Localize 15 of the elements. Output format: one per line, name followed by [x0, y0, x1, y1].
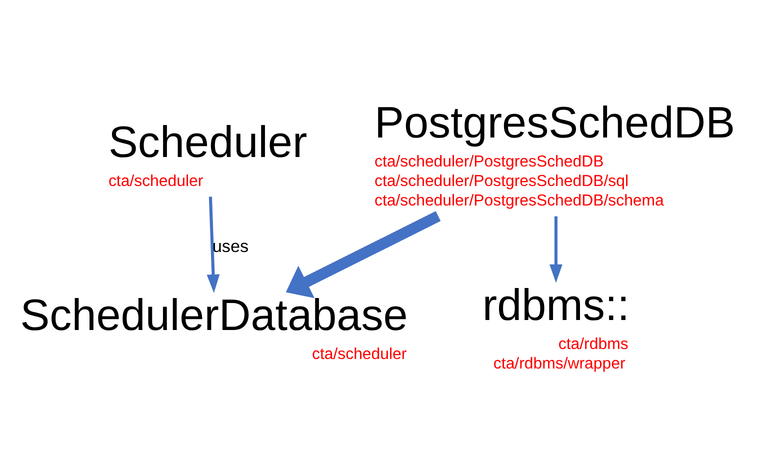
node-text: PostgresSchedDB [374, 98, 736, 148]
node-label: cta/scheduler/PostgresSchedDB [374, 153, 604, 170]
node-label: cta/scheduler [108, 172, 204, 190]
node-label: cta/rdbms/wrapper [493, 356, 626, 373]
node-label: cta/rdbms [558, 336, 628, 353]
arrow [550, 216, 562, 283]
arrow [286, 211, 441, 298]
edge-label: uses [212, 236, 249, 256]
node-text: rdbms:: [482, 281, 630, 330]
node-label: cta/scheduler [312, 346, 407, 363]
node-text: SchedulerDatabase [20, 290, 408, 340]
node-text: Scheduler [108, 118, 308, 167]
node-label: cta/scheduler/PostgresSchedDB/schema [374, 192, 664, 210]
node-label: cta/scheduler/PostgresSchedDB/sql [374, 172, 629, 190]
arrow [206, 196, 220, 293]
